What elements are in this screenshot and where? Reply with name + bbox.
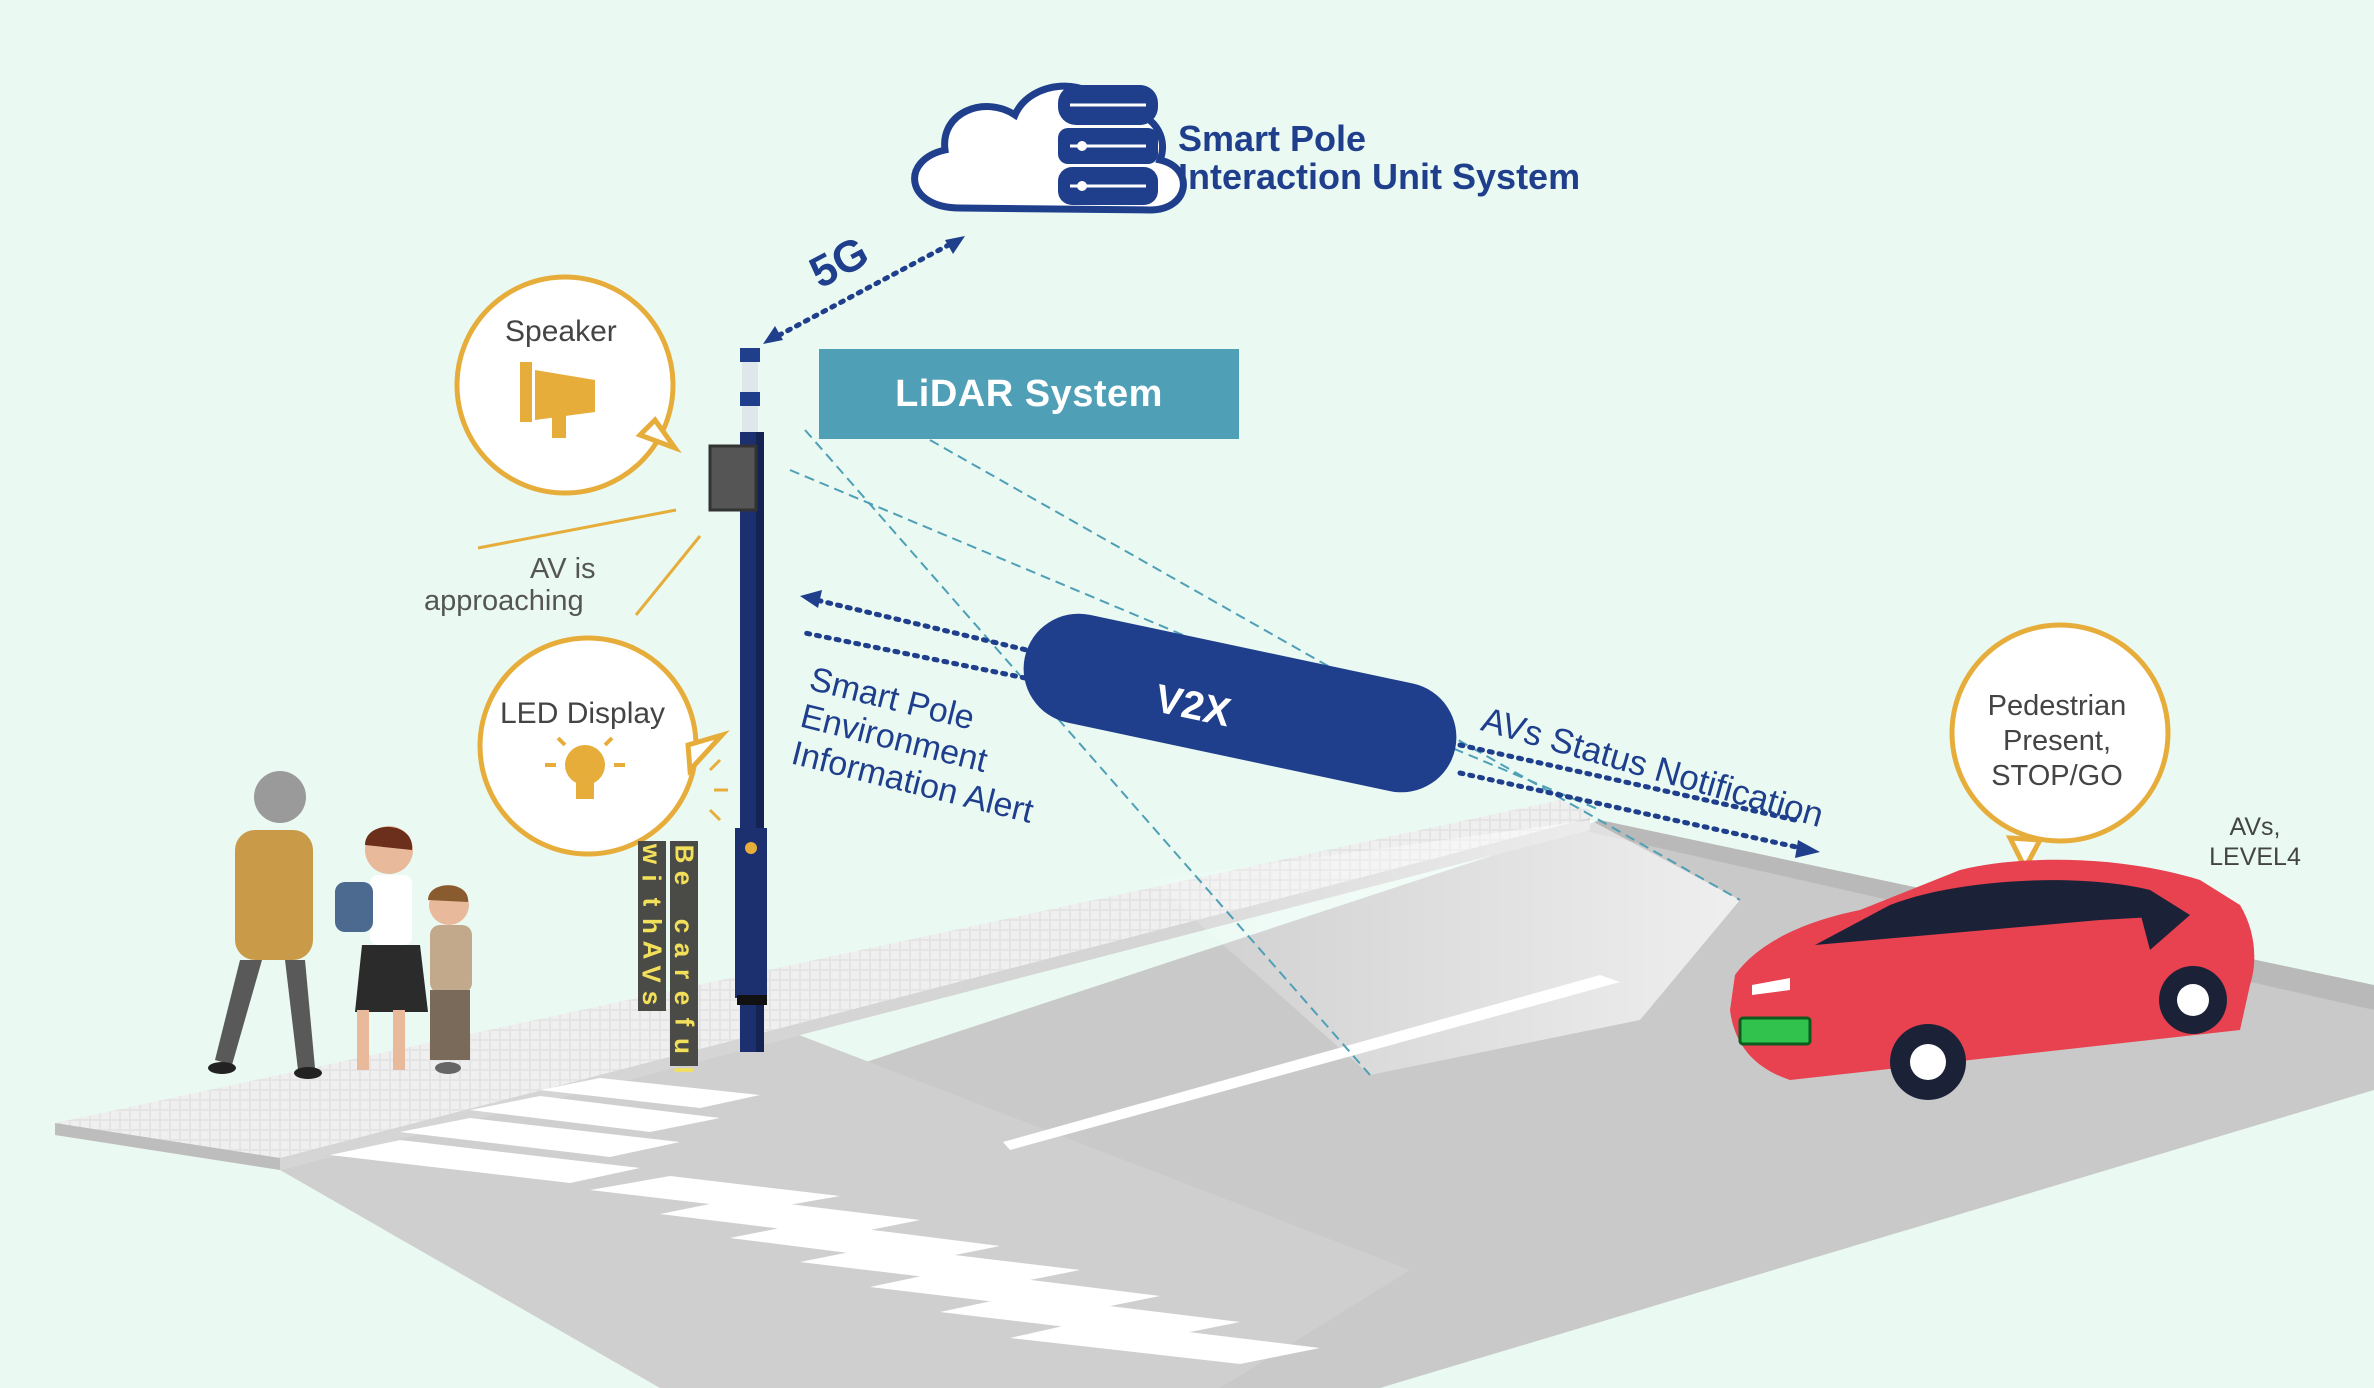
announcement-line1: AV is <box>530 553 596 585</box>
led-glow <box>708 758 728 822</box>
crosswalk <box>330 1078 1320 1364</box>
speaker-label: Speaker <box>505 315 617 348</box>
announcement-line2: approaching <box>424 585 584 617</box>
5g-arrow-up <box>945 236 965 254</box>
autonomous-car <box>1730 859 2255 1100</box>
status-arrow-2 <box>1457 770 1813 853</box>
curb <box>55 1123 280 1170</box>
lidar-system-box: LiDAR System <box>819 349 1239 439</box>
system-title-line2: Interaction Unit System <box>1178 156 1581 197</box>
vehicle-bubble-circle <box>1949 622 2171 844</box>
pedestrian-boy <box>428 885 472 1074</box>
led-display-label: LED Display <box>500 697 666 730</box>
vehicle-level-line2: LEVEL4 <box>2209 843 2301 871</box>
lidar-beam <box>1150 820 1740 1075</box>
database-icon <box>1058 85 1158 205</box>
alert-arrow-1-head <box>800 590 822 608</box>
status-arrow-2-head <box>1795 840 1820 858</box>
pedestrian-girl <box>335 826 428 1070</box>
vehicle-level-line1: AVs, <box>2229 813 2281 841</box>
pedestrian-grandmother <box>208 771 322 1079</box>
vehicle-bubble-line1: Pedestrian <box>1987 690 2127 722</box>
announce-line-top <box>477 508 677 550</box>
vehicle-bubble-line3: STOP/GO <box>1991 760 2123 792</box>
smart-pole <box>735 348 767 1052</box>
v2x-pill <box>1023 613 1457 793</box>
vehicle-bubble-line2: Present, <box>2003 725 2111 757</box>
speaker-bubble-tail <box>635 416 682 454</box>
megaphone-icon <box>520 362 595 438</box>
alert-arrow-1 <box>805 595 1038 655</box>
system-title-line1: Smart Pole <box>1178 118 1367 159</box>
alert-arrow-2 <box>802 630 1038 683</box>
lidar-system-label: LiDAR System <box>895 372 1163 415</box>
speaker-box <box>708 444 758 512</box>
lightbulb-icon <box>545 736 625 799</box>
announce-line-bottom <box>634 535 702 616</box>
5g-arrow-down <box>763 326 783 344</box>
vehicle-bubble-tail <box>2005 835 2045 874</box>
5g-link <box>767 237 961 343</box>
status-arrow-1 <box>1457 742 1798 823</box>
led-bubble-tail <box>685 730 730 776</box>
